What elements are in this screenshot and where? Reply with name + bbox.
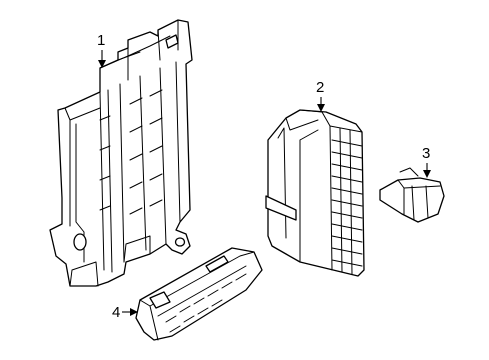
callout-1-number: 1 — [97, 32, 105, 49]
callout-4: 4 — [112, 304, 138, 321]
part-1-bracket — [49, 19, 193, 287]
callout-1-arrowhead — [98, 60, 106, 68]
callout-1: 1 — [97, 32, 106, 68]
callout-4-arrowhead — [130, 308, 138, 316]
callout-2-arrowhead — [317, 104, 325, 112]
callout-2-number: 2 — [316, 79, 324, 96]
callout-3-number: 3 — [422, 145, 430, 162]
callout-3: 3 — [422, 145, 431, 178]
callout-3-arrowhead — [423, 170, 431, 178]
part-3-clip — [379, 167, 445, 223]
callout-2: 2 — [316, 79, 325, 112]
part-2-fuse-box — [265, 109, 365, 277]
callout-4-number: 4 — [112, 304, 120, 321]
part-4-holder — [135, 247, 263, 341]
